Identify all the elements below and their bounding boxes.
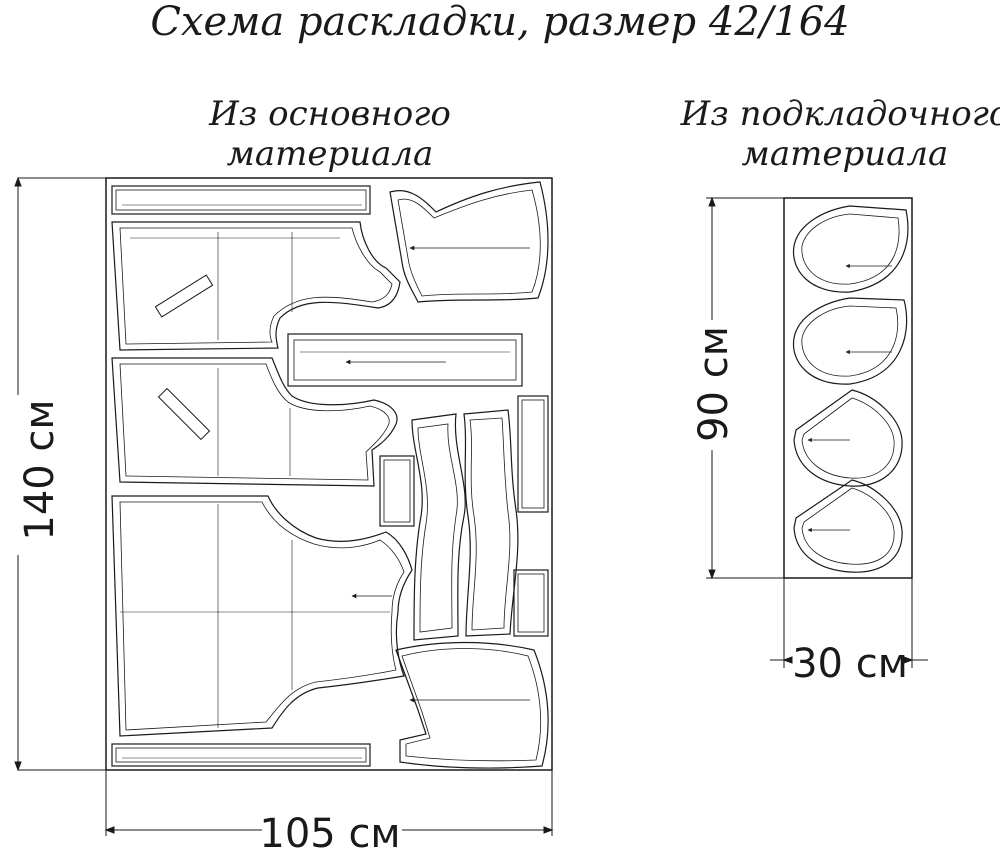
main-fabric-sheet — [14, 176, 554, 836]
small-piece-c — [513, 569, 549, 637]
top-strip-piece — [111, 185, 371, 215]
lining-pocket-1 — [792, 205, 909, 293]
upper-front-piece — [111, 221, 401, 351]
curved-band-right — [463, 409, 519, 637]
small-piece-a — [379, 455, 415, 527]
lining-pocket-4 — [793, 479, 903, 573]
main-fabric-outline — [105, 177, 553, 771]
width-dimension-main — [104, 770, 554, 836]
collar-piece — [287, 333, 523, 387]
lining-fabric-outline — [783, 197, 913, 579]
lining-height-label: 90 см — [691, 326, 737, 442]
sleeve-lower-piece — [395, 641, 549, 769]
main-fabric-heading: Из основного материала — [209, 94, 451, 174]
page-title: Схема раскладки, размер 42/164 — [150, 0, 850, 45]
lining-width-label: 30 см — [792, 641, 908, 687]
lining-fabric-heading: Из подкладочного материала — [680, 94, 1000, 174]
main-width-label: 105 см — [259, 811, 401, 857]
bottom-strip-piece — [111, 743, 371, 767]
small-piece-b — [517, 395, 549, 513]
sleeve-upper-piece — [389, 181, 549, 303]
height-dimension-main — [14, 176, 106, 772]
back-piece — [111, 495, 413, 737]
curved-band-left — [411, 413, 466, 641]
lining-pocket-2 — [792, 297, 908, 385]
width-dimension-lining — [770, 578, 928, 668]
height-dimension-lining — [706, 196, 784, 580]
lining-pocket-3 — [793, 389, 903, 487]
main-height-label: 140 см — [17, 399, 63, 541]
lining-fabric-sheet — [706, 196, 928, 668]
middle-front-piece — [111, 357, 398, 487]
